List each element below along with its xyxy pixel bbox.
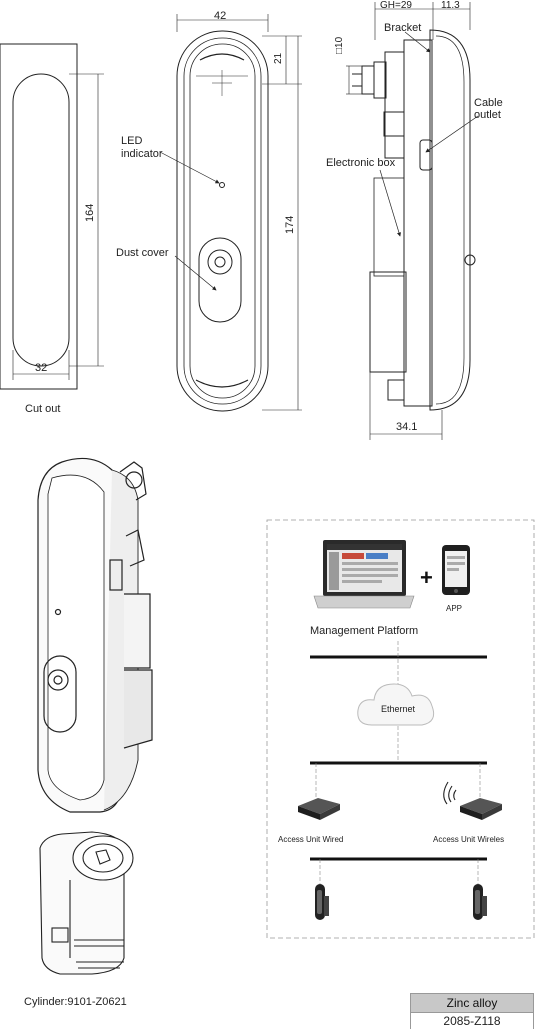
cloud-icon <box>357 683 435 726</box>
material-name: Zinc alloy <box>411 994 533 1013</box>
lock-wired-icon <box>315 884 329 920</box>
dim-21-label: 21 <box>273 52 284 64</box>
access-unit-wireless-label: Access Unit Wireles <box>433 835 504 844</box>
phone-icon <box>442 545 470 595</box>
dust-cover-label: Dust cover <box>116 247 169 259</box>
dim-174-label: 174 <box>284 216 296 234</box>
cylinder-view <box>39 831 134 975</box>
dim-42-label: 42 <box>214 10 226 22</box>
material-table: Zinc alloy 2085-Z118 <box>410 993 534 1030</box>
lock-wireless-icon <box>473 884 487 920</box>
dim-gh-label: GH=29 <box>380 0 412 11</box>
dust-cover <box>198 237 242 323</box>
network-diagram: + APP Management Platform Ethernet <box>266 519 535 939</box>
lock-3d-view <box>37 457 153 813</box>
access-unit-wired-label: Access Unit Wired <box>278 835 343 844</box>
material-code: 2085-Z118 <box>411 1013 533 1030</box>
network-frame <box>266 519 535 939</box>
access-unit-wireless-icon <box>460 798 502 820</box>
front-body-outer <box>176 30 269 412</box>
electronic-box-label: Electronic box <box>326 157 396 169</box>
wireless-signal-icon <box>443 781 457 805</box>
management-platform-label: Management Platform <box>310 625 418 637</box>
ethernet-label: Ethernet <box>381 704 416 714</box>
cylinder-label: Cylinder:9101-Z0621 <box>24 996 127 1008</box>
cut-out-slot <box>12 73 70 367</box>
cut-out-frame <box>0 43 78 390</box>
dim-32-label: 32 <box>35 362 47 374</box>
dim-164-label: 164 <box>84 204 96 222</box>
led-label-line2: indicator <box>121 148 163 160</box>
front-view <box>159 14 302 412</box>
dim-34-1-label: 34.1 <box>396 421 417 433</box>
bracket-label: Bracket <box>384 22 421 34</box>
cable-outlet-label-line1: Cable <box>474 97 503 109</box>
plus-icon: + <box>420 565 433 590</box>
app-label: APP <box>446 604 462 613</box>
side-view <box>346 2 479 440</box>
access-unit-wired-icon <box>298 798 340 820</box>
cut-out-label: Cut out <box>25 403 60 415</box>
led-indicator <box>219 182 225 188</box>
laptop-icon <box>313 540 415 609</box>
dim-11-3-label: 11.3 <box>441 0 460 11</box>
dim-10-label: □10 <box>334 36 345 54</box>
cut-out-view <box>0 43 104 390</box>
cable-outlet-label-line2: outlet <box>474 109 501 121</box>
led-label-line1: LED <box>121 135 142 147</box>
